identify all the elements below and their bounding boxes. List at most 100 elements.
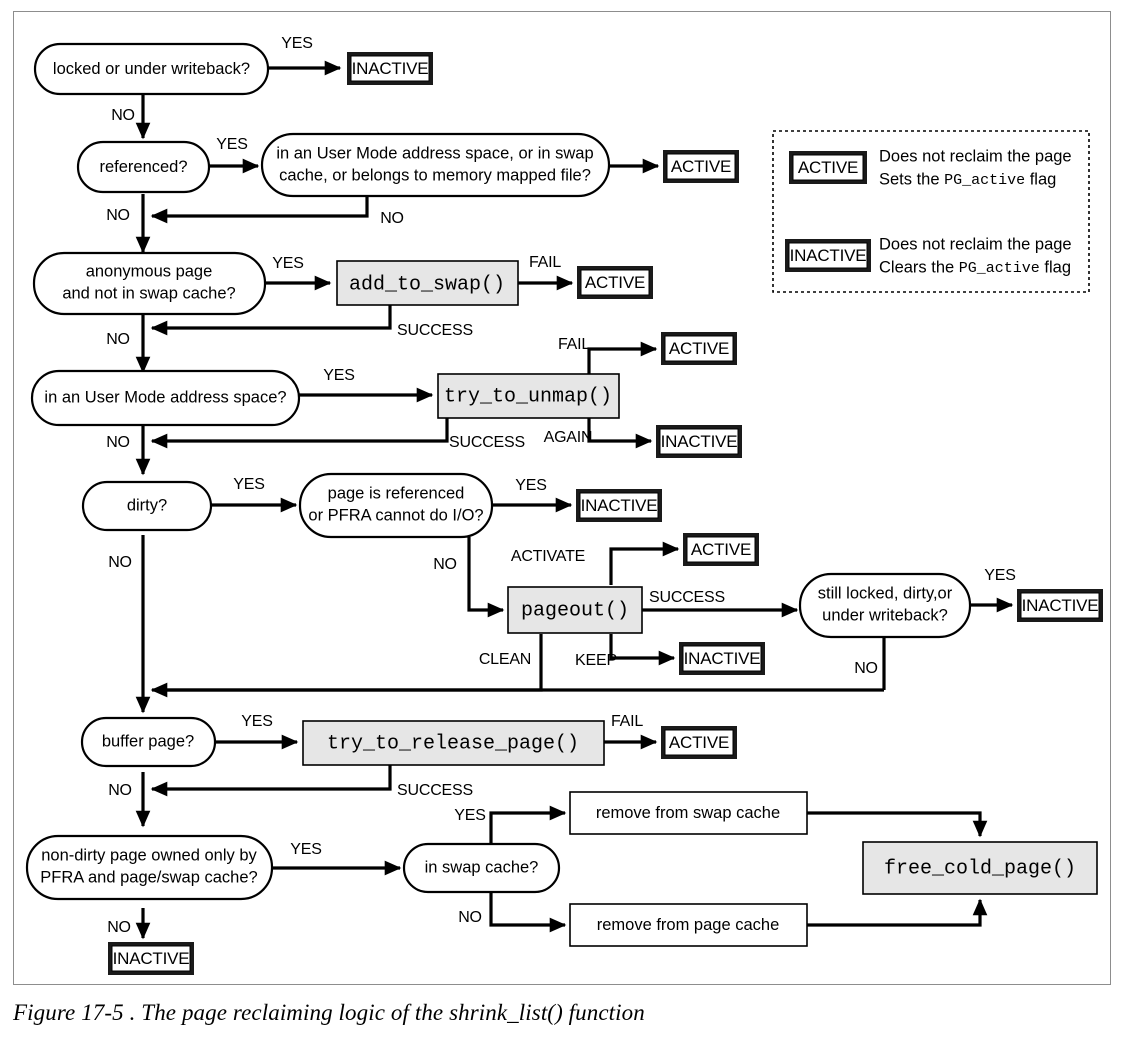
node-label-line2: and not in swap cache? [62,284,235,302]
edge-label-yes: YES [216,136,247,153]
flow-connectors [135,60,1014,940]
process-label: try_to_unmap() [444,385,612,408]
terminal-label: ACTIVE [691,540,751,559]
edge-label-no: NO [380,210,404,227]
edge-label-keep: KEEP [575,652,617,669]
node-label-line2: PFRA and page/swap cache? [40,868,257,886]
node-label-line2: under writeback? [822,606,948,624]
node-non-dirty-page-owned-by-pfra[interactable]: non-dirty page owned only by PFRA and pa… [25,834,274,901]
edge-label-success: SUCCESS [449,434,525,451]
terminal-active-5[interactable]: ACTIVE [661,726,737,759]
edge-label-no: NO [108,554,132,571]
terminal-inactive-3[interactable]: INACTIVE [576,489,662,522]
node-label: in swap cache? [425,858,539,876]
node-in-user-mode-address-space[interactable]: in an User Mode address space? [30,369,301,427]
node-label-line2: or PFRA cannot do I/O? [308,506,483,524]
node-label: buffer page? [102,732,194,750]
edge-label-yes: YES [323,367,354,384]
edge-label-yes: YES [272,255,303,272]
edge-label-fail: FAIL [558,336,590,353]
terminal-active-3[interactable]: ACTIVE [661,332,737,365]
node-label: locked or under writeback? [53,60,250,78]
node-referenced[interactable]: referenced? [76,140,211,194]
box-remove-from-swap-cache[interactable]: remove from swap cache [569,791,808,835]
legend-inactive-line2: Clears the PG_active flag [879,258,1071,277]
edge-label-no: NO [106,207,130,224]
edge-label-activate: ACTIVATE [511,548,585,565]
edge-label-no: NO [107,919,131,936]
edge-label-no: NO [433,556,457,573]
legend-badge-inactive: INACTIVE [790,246,867,265]
box-remove-from-page-cache[interactable]: remove from page cache [569,903,808,947]
terminal-label: INACTIVE [661,432,738,451]
process-pageout[interactable]: pageout() [507,586,643,634]
node-buffer-page[interactable]: buffer page? [80,716,217,768]
node-usermode-or-swapcache-or-mapped[interactable]: in an User Mode address space, or in swa… [260,132,611,198]
terminal-label: ACTIVE [585,273,645,292]
process-try-to-unmap[interactable]: try_to_unmap() [437,373,620,419]
process-label: free_cold_page() [884,857,1076,880]
process-add-to-swap[interactable]: add_to_swap() [336,260,519,306]
edge-label-no: NO [106,434,130,451]
edge-label-success: SUCCESS [397,782,473,799]
terminal-inactive-1[interactable]: INACTIVE [347,52,433,85]
legend-entry-inactive: INACTIVE Does not reclaim the page Clear… [785,235,1072,277]
edge-label-fail: FAIL [611,713,643,730]
edge-label-yes: YES [233,476,264,493]
process-label: try_to_release_page() [327,732,579,755]
terminal-inactive-5[interactable]: INACTIVE [1017,589,1103,622]
terminal-active-4[interactable]: ACTIVE [683,533,759,566]
flowchart-svg: locked or under writeback? INACTIVE refe… [25,35,1103,975]
edge-label-no: NO [108,782,132,799]
edge-label-again: AGAIN [544,429,593,446]
node-label: in an User Mode address space? [44,388,286,406]
terminal-inactive-2[interactable]: INACTIVE [656,425,742,458]
node-dirty[interactable]: dirty? [81,480,213,532]
edge-label-clean: CLEAN [479,651,531,668]
edge-label-no: NO [106,331,130,348]
terminal-inactive-6[interactable]: INACTIVE [108,942,194,975]
edge-labels: YES NO YES NO NO YES FAIL SUCCESS NO YES… [106,35,1016,936]
node-page-referenced-or-pfra-io[interactable]: page is referenced or PFRA cannot do I/O… [298,472,494,539]
node-in-swap-cache[interactable]: in swap cache? [402,842,561,894]
edge-label-no: NO [111,107,135,124]
node-locked-or-under-writeback[interactable]: locked or under writeback? [33,42,270,96]
edge-label-yes: YES [454,807,485,824]
process-try-to-release-page[interactable]: try_to_release_page() [302,720,605,766]
node-label: referenced? [99,158,187,176]
legend-active-line2: Sets the PG_active flag [879,170,1056,189]
node-label: dirty? [127,496,167,514]
legend-active-line1: Does not reclaim the page [879,147,1072,165]
terminal-inactive-4[interactable]: INACTIVE [679,642,765,675]
terminal-label: ACTIVE [669,733,729,752]
process-label: pageout() [521,599,629,622]
node-still-locked-dirty-writeback[interactable]: still locked, dirty,or under writeback? [798,572,972,639]
legend-inactive-line1: Does not reclaim the page [879,235,1072,253]
terminal-active-2[interactable]: ACTIVE [577,266,653,299]
edge-label-fail: FAIL [529,254,561,271]
edge-label-success: SUCCESS [649,589,725,606]
edge-label-success: SUCCESS [397,322,473,339]
edge-label-yes: YES [290,841,321,858]
node-anonymous-page-not-in-swap-cache[interactable]: anonymous page and not in swap cache? [32,251,267,316]
edge-label-no: NO [854,660,878,677]
node-label-line1: page is referenced [328,484,465,502]
legend-entry-active: ACTIVE Does not reclaim the page Sets th… [789,147,1072,189]
figure-caption: Figure 17-5 . The page reclaiming logic … [13,1000,645,1025]
edge-label-no: NO [458,909,482,926]
edge-label-yes: YES [515,477,546,494]
edge-label-yes: YES [984,567,1015,584]
terminal-label: ACTIVE [669,339,729,358]
terminal-active-1[interactable]: ACTIVE [663,150,739,183]
process-free-cold-page[interactable]: free_cold_page() [862,841,1098,895]
box-label: remove from swap cache [596,804,780,822]
node-label-line1: in an User Mode address space, or in swa… [276,144,593,162]
node-label-line1: non-dirty page owned only by [41,846,257,864]
node-label-line1: still locked, dirty,or [818,584,953,602]
terminal-label: INACTIVE [581,496,658,515]
terminal-label: INACTIVE [113,949,190,968]
legend-badge-active: ACTIVE [798,158,858,177]
legend: ACTIVE Does not reclaim the page Sets th… [772,130,1090,293]
terminal-label: INACTIVE [1022,596,1099,615]
